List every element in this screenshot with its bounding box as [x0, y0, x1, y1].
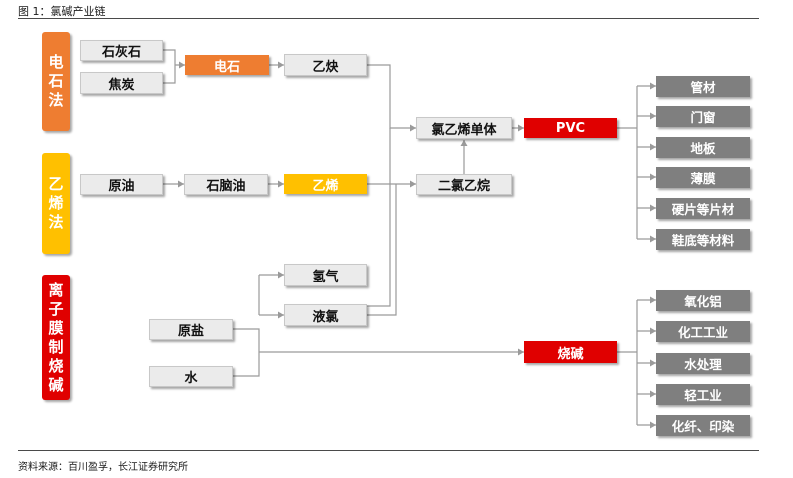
product-rigid-sheet: 硬片等片材	[656, 198, 750, 219]
arrow-to-naphtha	[178, 180, 184, 188]
arrow-to-pipe	[650, 82, 656, 90]
product-flooring: 地板	[656, 137, 750, 158]
node-acetylene: 乙炔	[284, 54, 367, 76]
node-hydrogen: 氢气	[284, 264, 367, 286]
category-ion-membrane-process: 离子膜制烧碱	[42, 275, 70, 400]
bottom-rule	[18, 450, 759, 451]
product-light-industry: 轻工业	[656, 384, 750, 405]
figure-title: 图 1：氯碱产业链	[18, 5, 106, 18]
arrow-to-floor	[650, 143, 656, 151]
category-carbide-process: 电石法	[42, 32, 70, 131]
arrow-to-fiber-dyeing	[650, 421, 656, 429]
arrow-to-sole	[650, 235, 656, 243]
node-naphtha: 石脑油	[184, 174, 268, 195]
product-water-treatment: 水处理	[656, 353, 750, 374]
node-liquid-chlorine: 液氯	[284, 304, 367, 326]
line-caustic-products-trunk	[617, 300, 638, 425]
product-doors-windows: 门窗	[656, 106, 750, 127]
node-edc: 二氯乙烷	[416, 174, 512, 195]
arrow-to-light-industry	[650, 390, 656, 398]
arrow-to-water-treatment	[650, 359, 656, 367]
arrow-to-carbide	[179, 61, 185, 69]
node-limestone: 石灰石	[80, 40, 163, 61]
node-calcium-carbide: 电石	[185, 55, 269, 75]
arrow-to-chlorine	[278, 311, 284, 319]
product-alumina: 氧化铝	[656, 290, 750, 311]
line-pvc-products-trunk	[617, 86, 638, 239]
node-pvc: PVC	[524, 118, 617, 138]
node-raw-salt: 原盐	[149, 319, 233, 340]
category-ethylene-process: 乙烯法	[42, 153, 70, 254]
node-vcm: 氯乙烯单体	[416, 117, 512, 139]
arrow-to-acetylene	[278, 61, 284, 69]
line-acetylene-to-vcm	[367, 64, 416, 129]
line-pvc-products-branches	[637, 85, 656, 240]
arrow-to-sheet	[650, 204, 656, 212]
line-salt-water-bus	[233, 328, 260, 377]
arrow-to-pvc	[518, 124, 524, 132]
arrow-edc-up-to-vcm	[460, 140, 468, 146]
top-rule	[18, 18, 759, 19]
line-caustic-products-branches	[637, 299, 656, 426]
arrow-to-alumina	[650, 296, 656, 304]
node-crude-oil: 原油	[80, 174, 163, 195]
arrow-to-hydrogen	[278, 271, 284, 279]
node-caustic-soda: 烧碱	[524, 341, 617, 363]
product-chemical-industry: 化工工业	[656, 321, 750, 342]
product-pipe: 管材	[656, 76, 750, 97]
arrow-to-vcm	[410, 124, 416, 132]
product-fiber-dyeing: 化纤、印染	[656, 415, 750, 436]
node-coke: 焦炭	[80, 72, 163, 94]
product-shoe-sole: 鞋底等材料	[656, 229, 750, 250]
arrow-to-edc	[410, 180, 416, 188]
arrow-to-ethylene	[278, 180, 284, 188]
line-chlorine-to-edc	[367, 184, 397, 316]
node-water: 水	[149, 366, 233, 387]
arrow-to-caustic	[518, 348, 524, 356]
node-ethylene: 乙烯	[284, 174, 367, 194]
arrow-to-chem-industry	[650, 327, 656, 335]
arrow-to-window	[650, 112, 656, 120]
arrow-to-film	[650, 173, 656, 181]
line-bus-to-hydrogen	[258, 274, 284, 315]
line-chlorine-to-vcm	[367, 128, 391, 307]
source-note: 资料来源：百川盈孚，长江证券研究所	[18, 462, 188, 473]
product-film: 薄膜	[656, 167, 750, 188]
